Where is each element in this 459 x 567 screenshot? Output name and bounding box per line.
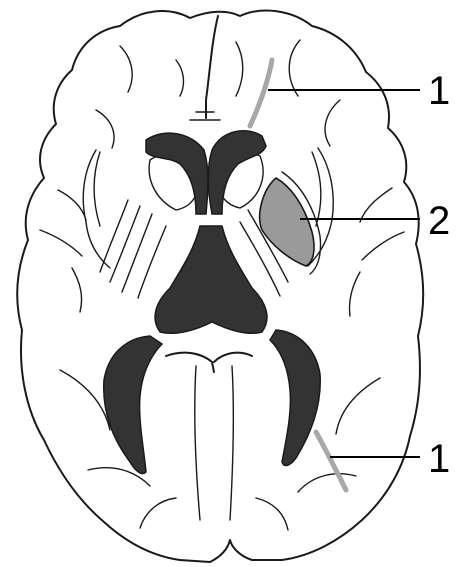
- right-sylvian-folds: [308, 148, 404, 316]
- frontal-gyri: [96, 40, 340, 148]
- label-2: 2: [428, 199, 450, 243]
- splenium-outline: [166, 353, 252, 372]
- left-sylvian-folds: [40, 150, 110, 312]
- putamen-highlight: [260, 178, 314, 266]
- right-posterior-horn: [270, 330, 320, 465]
- right-anterior-horn: [208, 131, 266, 214]
- left-posterior-horn: [104, 336, 162, 474]
- occipital-midline: [195, 366, 234, 520]
- left-anterior-horn: [146, 133, 208, 214]
- label-1-bottom: 1: [428, 437, 450, 481]
- third-ventricle: [155, 226, 267, 333]
- cortex-band-lower: [316, 432, 346, 490]
- frontal-midline-fissure: [206, 16, 218, 118]
- cortex-band-upper: [250, 60, 272, 126]
- left-internal-capsule-lines: [100, 200, 166, 298]
- label-1-top: 1: [428, 69, 450, 113]
